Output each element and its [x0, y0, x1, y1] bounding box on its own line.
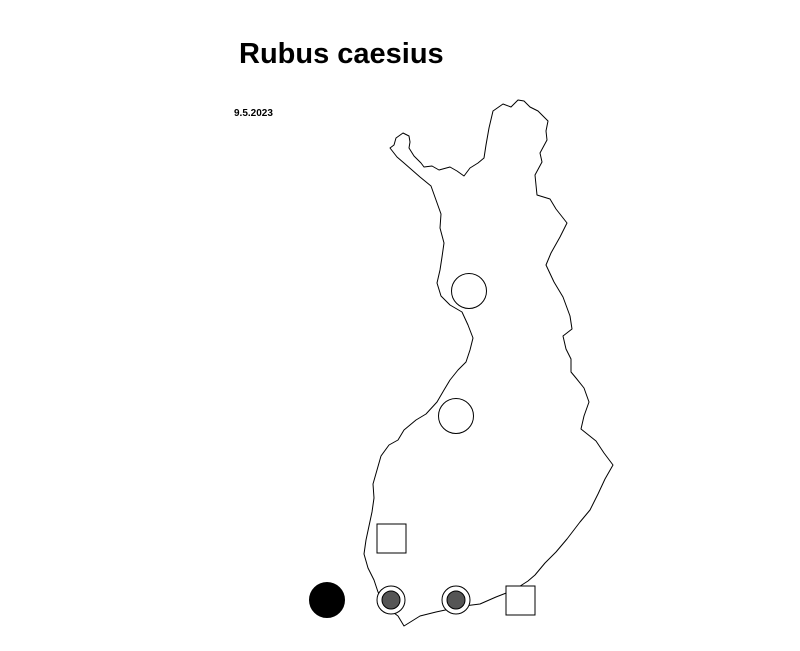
hollow-circle-marker — [438, 398, 474, 434]
ringed-dot-marker — [441, 585, 471, 615]
hollow-square-marker — [376, 523, 407, 554]
filled-circle-marker — [309, 582, 345, 618]
occurrence-markers — [309, 273, 536, 618]
map-date: 9.5.2023 — [234, 108, 273, 119]
hollow-square-marker — [505, 585, 536, 616]
ringed-dot-marker — [376, 585, 406, 615]
finland-outline — [363, 99, 614, 627]
map-title: Rubus caesius — [239, 38, 444, 70]
hollow-circle-marker — [451, 273, 487, 309]
